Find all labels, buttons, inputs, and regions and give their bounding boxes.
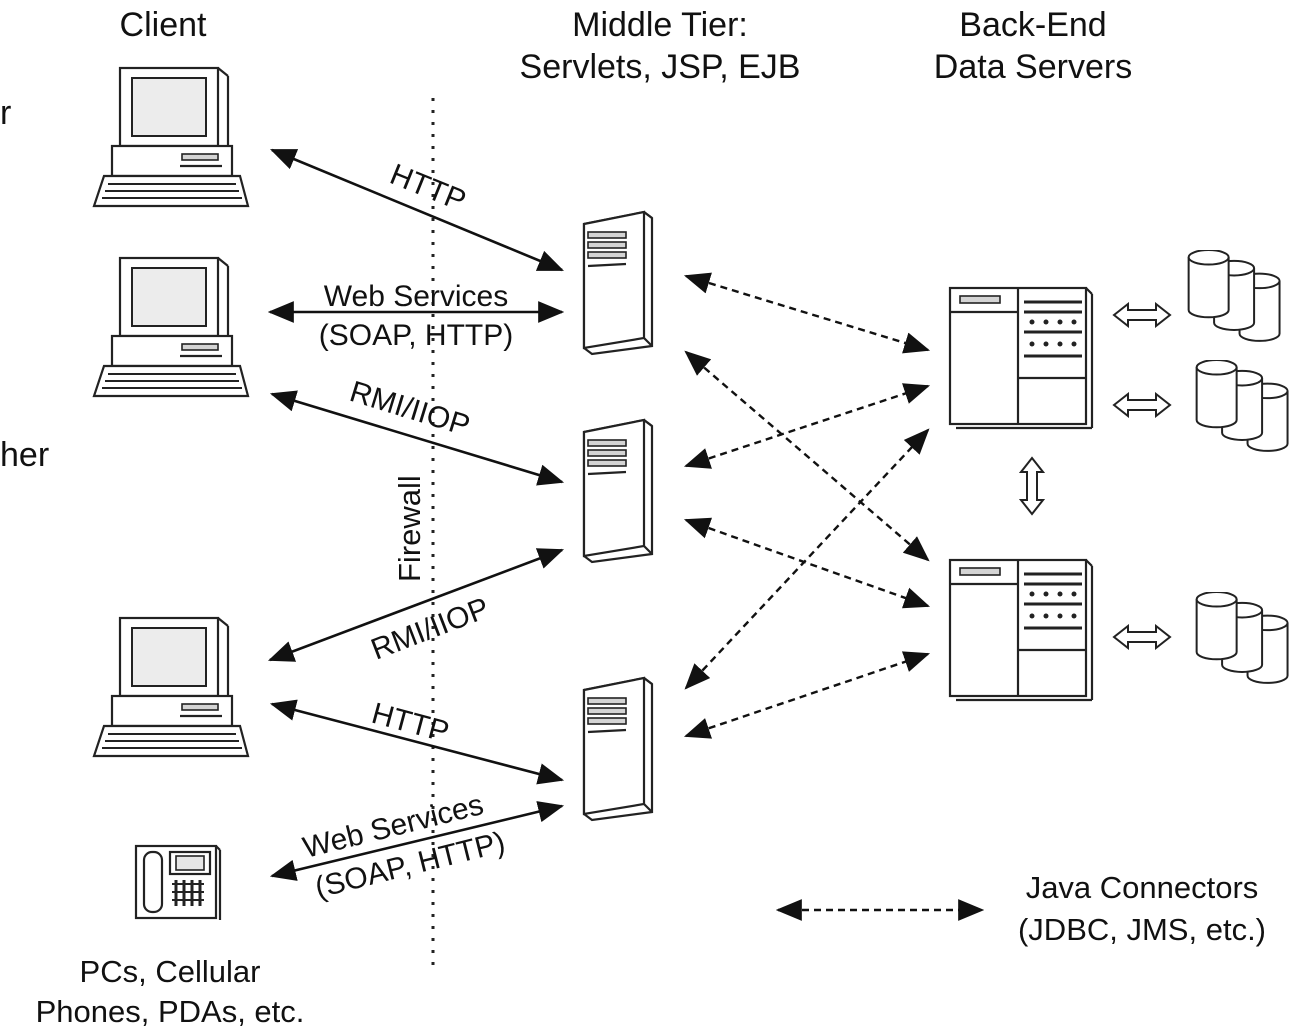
desktop-pc-icon xyxy=(92,616,250,758)
connector-arrow xyxy=(683,383,931,469)
http-top-label: HTTP xyxy=(385,158,470,218)
web-services-top-label-line2: (SOAP, HTTP) xyxy=(319,319,513,352)
database-cylinders-icon xyxy=(1195,592,1289,685)
database-cylinders-icon xyxy=(1187,250,1281,343)
telephone-icon xyxy=(134,844,222,922)
double-arrow-icon xyxy=(1113,303,1171,327)
clients-caption-line2: Phones, PDAs, etc. xyxy=(36,994,305,1029)
cut-off-text-middle: her xyxy=(0,436,49,474)
connector-arrow xyxy=(683,517,931,609)
rmi-bottom-arrow xyxy=(267,548,565,662)
connector-arrow xyxy=(684,428,930,690)
double-arrow-icon xyxy=(1113,393,1171,417)
http-top-arrow xyxy=(269,148,565,272)
mainframe-server-icon xyxy=(948,558,1094,702)
desktop-pc-icon xyxy=(92,66,250,208)
connector-arrow xyxy=(683,272,931,354)
rmi-top-label: RMI/IIOP xyxy=(346,375,474,443)
tower-server-icon xyxy=(582,676,654,822)
desktop-pc-icon xyxy=(92,256,250,398)
web-services-top-label-line1: Web Services xyxy=(324,280,509,313)
backend-header-line2: Data Servers xyxy=(934,48,1132,86)
connector-arrow xyxy=(684,350,930,562)
client-header: Client xyxy=(120,6,207,44)
mainframe-server-icon xyxy=(948,286,1094,430)
firewall-label: Firewall xyxy=(392,475,427,582)
legend-label-line1: Java Connectors xyxy=(1026,870,1259,905)
tower-server-icon xyxy=(582,210,654,356)
vertical-double-arrow-icon xyxy=(1020,457,1044,515)
clients-caption-line1: PCs, Cellular xyxy=(80,954,261,989)
connector-arrow xyxy=(683,651,931,739)
rmi-top-arrow xyxy=(269,390,565,486)
legend-label-line2: (JDBC, JMS, etc.) xyxy=(1018,912,1266,947)
tower-server-icon xyxy=(582,418,654,564)
http-bottom-arrow xyxy=(269,699,565,785)
backend-header-line1: Back-End xyxy=(959,6,1106,44)
web-services-bottom-arrow xyxy=(269,801,565,881)
database-cylinders-icon xyxy=(1195,360,1289,453)
middle-tier-header-line2: Servlets, JSP, EJB xyxy=(520,48,801,86)
double-arrow-icon xyxy=(1113,625,1171,649)
rmi-bottom-label: RMI/IIOP xyxy=(367,592,494,667)
cut-off-text-top: r xyxy=(0,94,11,132)
middle-tier-header-line1: Middle Tier: xyxy=(572,6,748,44)
